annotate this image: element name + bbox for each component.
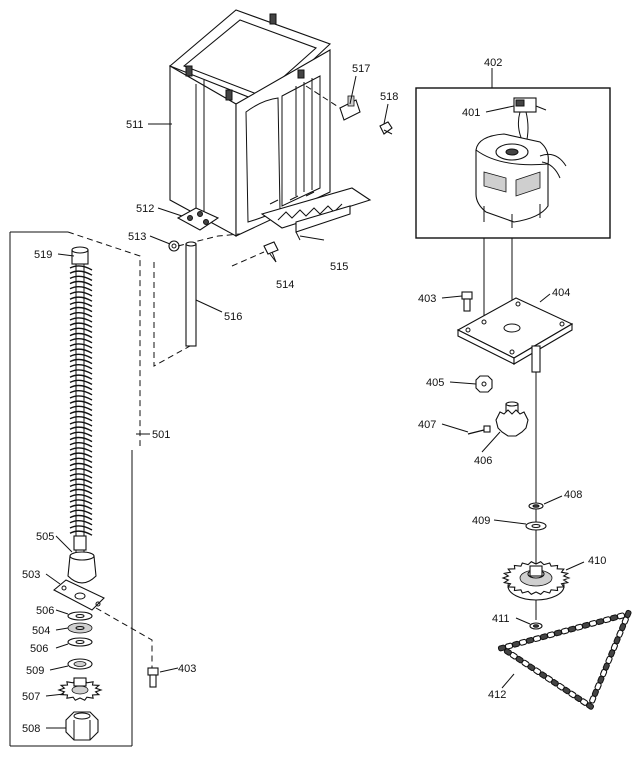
bracket-512: [176, 207, 220, 231]
bracket-515: [260, 187, 372, 241]
sprocket-410: [501, 561, 571, 601]
label-514: 514: [276, 279, 294, 291]
washer-504: [67, 622, 93, 634]
leader-lines: [45, 68, 585, 729]
cap-519: [71, 246, 89, 265]
label-508: 508: [22, 723, 40, 735]
label-401: 401: [462, 107, 480, 119]
label-409: 409: [472, 515, 490, 527]
chain-412: [497, 609, 632, 710]
label-513: 513: [128, 231, 146, 243]
label-412: 412: [488, 689, 506, 701]
label-515: 515: [330, 261, 348, 273]
bushing-505: [67, 551, 97, 584]
set-screw-407: [467, 425, 491, 435]
label-517: 517: [352, 63, 370, 75]
nut-405: [475, 375, 493, 393]
screw-403-left: [147, 667, 159, 688]
screw-403-right: [461, 291, 473, 312]
label-506-upper: 506: [36, 605, 54, 617]
label-501: 501: [152, 429, 170, 441]
motor-401: [475, 97, 567, 228]
screw-518: [379, 121, 393, 135]
rod-516: [185, 241, 197, 347]
label-408: 408: [564, 489, 582, 501]
label-516: 516: [224, 311, 242, 323]
label-403-left: 403: [178, 663, 196, 675]
washer-506-upper: [67, 611, 93, 621]
label-512: 512: [136, 203, 154, 215]
washer-506-lower: [67, 637, 93, 647]
plate-503: [53, 579, 105, 611]
label-406: 406: [474, 455, 492, 467]
auger-frame-501: [9, 231, 141, 747]
label-410: 410: [588, 555, 606, 567]
label-506-lower: 506: [30, 643, 48, 655]
nut-508: [65, 711, 99, 741]
label-509: 509: [26, 665, 44, 677]
label-519: 519: [34, 249, 52, 261]
washer-411: [529, 622, 543, 630]
part-labels: 511 512 513 514 515 516 517 518 519 501 …: [22, 57, 606, 735]
sprocket-507: [57, 677, 103, 701]
label-507: 507: [22, 691, 40, 703]
label-518: 518: [380, 91, 398, 103]
label-407: 407: [418, 419, 436, 431]
washer-408: [528, 502, 544, 510]
screw-514: [263, 241, 279, 263]
label-411: 411: [492, 613, 510, 625]
nut-513: [168, 240, 180, 252]
pinion-406: [495, 401, 529, 437]
label-504: 504: [32, 625, 50, 637]
label-405: 405: [426, 377, 444, 389]
label-511: 511: [126, 119, 144, 131]
housing-511: [168, 9, 332, 237]
auger-coil: [69, 263, 93, 555]
washer-409: [525, 521, 547, 531]
bearing-509: [67, 658, 93, 670]
label-403-right: 403: [418, 293, 436, 305]
label-402: 402: [484, 57, 502, 69]
label-505: 505: [36, 531, 54, 543]
label-404: 404: [552, 287, 570, 299]
plate-404: [456, 297, 574, 365]
clip-517: [339, 95, 361, 121]
motor-box-402: [415, 87, 611, 239]
label-503: 503: [22, 569, 40, 581]
